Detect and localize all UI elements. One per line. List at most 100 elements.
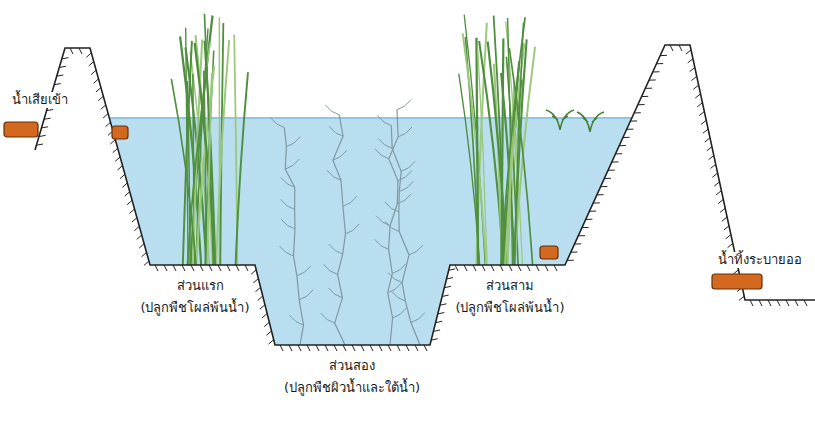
- submerged-branch: [329, 244, 343, 254]
- emergent-plants: [171, 14, 535, 265]
- submerged-branch: [297, 266, 311, 276]
- hatch-tick: [424, 345, 427, 351]
- submerged-stem: [284, 128, 303, 346]
- reed-blade: [236, 72, 248, 265]
- hatch-tick: [106, 122, 111, 126]
- hatch-tick: [218, 265, 221, 271]
- hatch-tick: [709, 155, 714, 159]
- hatch-tick: [269, 340, 274, 344]
- hatch-tick: [739, 296, 744, 300]
- hatch-tick: [455, 265, 458, 271]
- hatch-tick: [191, 265, 194, 271]
- hatch-tick: [262, 314, 267, 318]
- hatch-tick: [638, 104, 645, 105]
- submerged-branch: [285, 159, 299, 169]
- hatch-tick: [670, 45, 673, 51]
- hatch-tick: [690, 67, 695, 71]
- submerged-branch: [378, 138, 392, 148]
- pipes: [4, 122, 762, 289]
- submerged-stem: [391, 126, 420, 346]
- inner-pipe: [112, 126, 128, 139]
- hatch-tick: [750, 300, 753, 306]
- hatch-tick: [260, 305, 265, 309]
- hatch-tick: [280, 345, 283, 351]
- hatch-tick: [122, 183, 127, 187]
- hatch-tick: [645, 88, 652, 89]
- hatch-tick: [125, 192, 130, 196]
- hatch-tick: [554, 265, 557, 271]
- hatch-tick: [705, 138, 710, 142]
- hatch-tick: [113, 148, 118, 152]
- submerged-branch: [385, 202, 399, 212]
- hatch-tick: [593, 202, 600, 203]
- hatch-tick: [101, 105, 106, 109]
- hatch-tick: [236, 265, 239, 271]
- hatch-tick: [623, 137, 630, 138]
- hatch-tick: [612, 161, 619, 162]
- hatch-tick: [642, 96, 649, 97]
- hatch-tick: [436, 321, 443, 322]
- hatch-tick: [415, 345, 418, 351]
- hatch-tick: [94, 79, 99, 83]
- section-label: ส่วนสอง: [327, 358, 377, 374]
- submerged-stem: [388, 110, 398, 345]
- submerged-branch: [375, 239, 389, 249]
- hatch-tick: [712, 173, 717, 177]
- hatch-tick: [597, 194, 604, 195]
- hatch-tick: [255, 287, 260, 291]
- hatch-tick: [527, 265, 530, 271]
- section-note: (ปลูกพืชโผล่พ้นน้ำ): [453, 300, 566, 316]
- hatch-tick: [786, 300, 789, 306]
- hatch-tick: [91, 70, 96, 74]
- hatch-tick: [62, 58, 69, 59]
- submerged-branch: [409, 245, 423, 255]
- inner-pipe: [540, 246, 558, 259]
- hatch-tick: [464, 265, 467, 271]
- submerged-branch: [281, 219, 295, 229]
- section-label: ส่วนสาม: [484, 278, 536, 294]
- hatch-tick: [545, 265, 548, 271]
- hatch-tick: [582, 227, 589, 228]
- submerged-branch: [393, 308, 407, 318]
- hatch-tick: [388, 345, 391, 351]
- hatch-tick: [370, 345, 373, 351]
- hatch-tick: [500, 265, 503, 271]
- hatch-tick: [264, 322, 269, 326]
- hatch-tick: [307, 345, 310, 351]
- hatch-tick: [688, 59, 693, 63]
- submerged-branch: [388, 273, 402, 283]
- hatch-tick: [615, 153, 622, 154]
- hatch-tick: [258, 296, 263, 300]
- hatch-tick: [720, 208, 725, 212]
- hatch-tick: [449, 269, 456, 270]
- hatch-tick: [630, 120, 637, 121]
- hatch-tick: [536, 265, 539, 271]
- hatch-tick: [406, 345, 409, 351]
- hatch-tick: [699, 111, 704, 115]
- hatch-tick: [656, 63, 663, 64]
- hatch-tick: [444, 286, 451, 287]
- hatch-tick: [660, 55, 667, 56]
- ground-profile: [35, 45, 815, 345]
- hatch-tick: [567, 260, 574, 261]
- hatch-tick: [446, 278, 453, 279]
- hatch-tick: [36, 144, 43, 145]
- hatch-tick: [352, 345, 355, 351]
- hatch-tick: [47, 109, 54, 110]
- submerged-branch: [281, 199, 295, 209]
- hatch-tick: [686, 50, 691, 54]
- hatch-tick: [137, 235, 142, 239]
- hatch-tick: [127, 200, 132, 204]
- reed-blade: [463, 33, 487, 265]
- hatch-tick: [209, 265, 212, 271]
- submerged-stem: [333, 115, 346, 345]
- submerged-branch: [325, 105, 339, 115]
- reed-blade: [216, 40, 229, 265]
- hatch-tick: [79, 48, 82, 54]
- hatch-tick: [440, 304, 447, 305]
- hatch-tick: [722, 217, 727, 221]
- hatch-tick: [266, 331, 271, 335]
- hatch-tick: [509, 265, 512, 271]
- hatch-tick: [714, 182, 719, 186]
